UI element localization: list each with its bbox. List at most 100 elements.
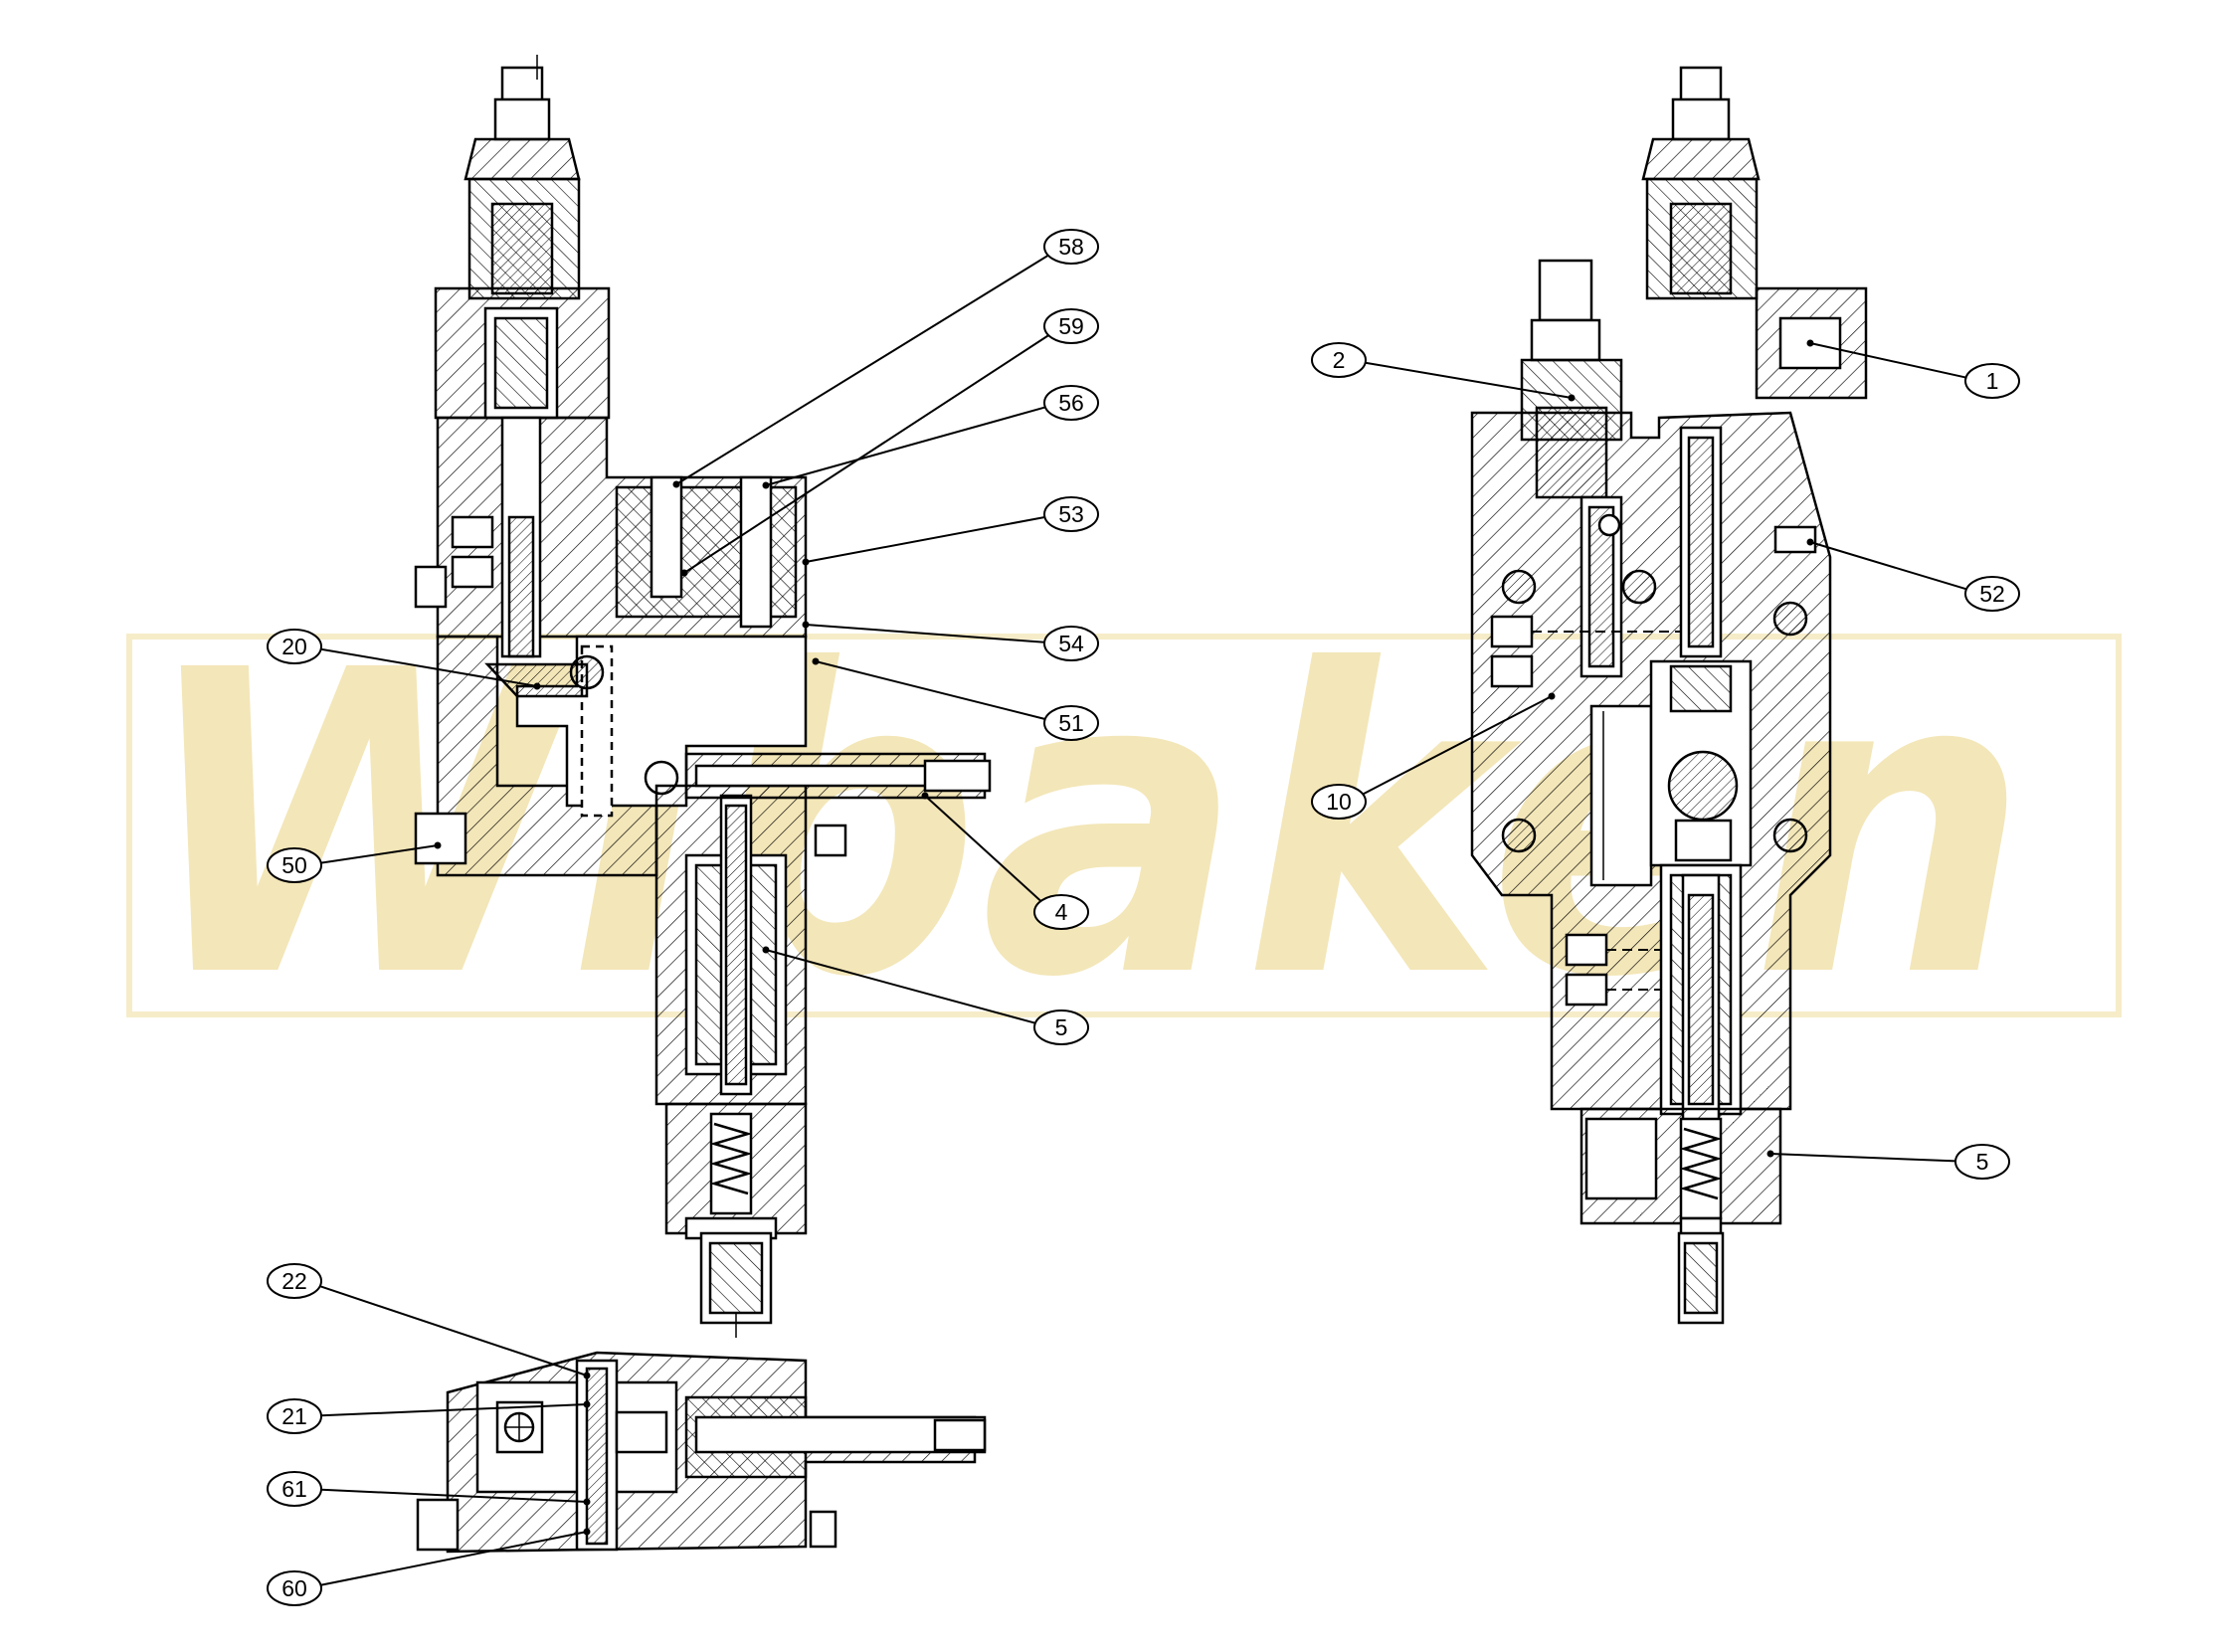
balloon xyxy=(267,629,322,664)
balloon-label: 4 xyxy=(1055,899,1068,925)
leader-dot xyxy=(1806,339,1814,347)
leader-dot xyxy=(802,558,810,566)
leader-line xyxy=(1362,695,1553,796)
balloon-label: 20 xyxy=(281,634,307,659)
balloon xyxy=(267,1263,322,1299)
callout-c61: 61 xyxy=(267,1471,591,1507)
leader-dot xyxy=(533,682,541,690)
right-valve-section xyxy=(1470,66,1868,1325)
leader-line xyxy=(924,795,1042,902)
balloon xyxy=(1964,576,2020,612)
balloon-label: 21 xyxy=(281,1403,307,1429)
leader-line xyxy=(805,516,1045,563)
balloon-label: 54 xyxy=(1058,631,1084,656)
leader-line xyxy=(320,844,439,864)
leader-line xyxy=(765,949,1036,1024)
balloon xyxy=(267,1471,322,1507)
leader-dot xyxy=(921,792,929,800)
balloon-label: 2 xyxy=(1333,347,1346,373)
leader-dot xyxy=(802,621,810,629)
leader-line xyxy=(320,1403,588,1417)
callout-c50: 50 xyxy=(267,841,442,883)
leader-line xyxy=(1809,342,1966,379)
callout-c10: 10 xyxy=(1311,692,1556,820)
leader-dot xyxy=(812,657,820,665)
callout-c58: 58 xyxy=(672,229,1099,488)
balloon xyxy=(1311,342,1367,378)
balloon-label: 51 xyxy=(1058,710,1084,736)
leader-line xyxy=(320,647,538,687)
balloon-label: 50 xyxy=(281,852,307,878)
balloon-label: 56 xyxy=(1058,390,1084,416)
leader-line xyxy=(1769,1153,1956,1163)
balloon xyxy=(1964,363,2020,399)
callout-c4: 4 xyxy=(921,792,1089,930)
balloon-label: 60 xyxy=(281,1575,307,1601)
leader-dot xyxy=(762,946,770,954)
balloon-label: 61 xyxy=(281,1476,307,1502)
callout-c59: 59 xyxy=(680,308,1099,577)
leader-dot xyxy=(1548,692,1556,700)
leader-line xyxy=(319,1285,588,1377)
balloon-label: 22 xyxy=(281,1268,307,1294)
leader-line xyxy=(320,1531,588,1586)
leader-line xyxy=(675,254,1049,485)
leader-line xyxy=(1809,541,1967,591)
balloon xyxy=(1043,229,1099,265)
leader-dot xyxy=(434,841,442,849)
callout-c2: 2 xyxy=(1311,342,1576,402)
balloon xyxy=(267,847,322,883)
balloon xyxy=(1033,1010,1089,1045)
callout-c60: 60 xyxy=(267,1528,591,1606)
leader-dot xyxy=(1766,1150,1774,1158)
balloon xyxy=(1043,626,1099,661)
leader-dot xyxy=(762,481,770,489)
balloon-label: 1 xyxy=(1986,368,1999,394)
balloon xyxy=(1043,385,1099,421)
leader-line xyxy=(765,406,1046,486)
callout-c54: 54 xyxy=(802,621,1099,661)
leader-line xyxy=(815,660,1045,720)
callout-c1: 1 xyxy=(1806,339,2020,399)
balloon-label: 52 xyxy=(1979,581,2005,607)
leader-line xyxy=(683,334,1049,574)
callout-c5a: 5 xyxy=(762,946,1089,1045)
balloon-label: 5 xyxy=(1976,1149,1989,1175)
callout-c20: 20 xyxy=(267,629,541,690)
balloon xyxy=(267,1570,322,1606)
callout-c53: 53 xyxy=(802,496,1099,566)
left-valve-section xyxy=(414,55,992,1338)
balloon xyxy=(1043,496,1099,532)
balloon-label: 5 xyxy=(1055,1014,1068,1040)
callout-c52: 52 xyxy=(1806,538,2020,612)
balloon xyxy=(1033,894,1089,930)
leader-line xyxy=(1365,361,1573,399)
leader-line xyxy=(805,624,1045,643)
leader-line xyxy=(320,1488,588,1503)
balloon-label: 58 xyxy=(1058,234,1084,260)
leader-dot xyxy=(1568,394,1576,402)
leader-dot xyxy=(680,569,688,577)
callout-c22: 22 xyxy=(267,1263,591,1379)
balloon xyxy=(1954,1144,2010,1180)
balloon-label: 10 xyxy=(1326,789,1352,815)
leader-dot xyxy=(1806,538,1814,546)
callout-c21: 21 xyxy=(267,1398,591,1434)
balloon xyxy=(1043,705,1099,741)
callout-c5b: 5 xyxy=(1766,1144,2010,1180)
callout-c51: 51 xyxy=(812,657,1099,741)
leader-dot xyxy=(583,1498,591,1506)
balloon xyxy=(1043,308,1099,344)
balloon xyxy=(1311,784,1367,820)
leader-dot xyxy=(583,1372,591,1379)
balloon xyxy=(267,1398,322,1434)
leader-dot xyxy=(583,1528,591,1536)
leader-dot xyxy=(583,1400,591,1408)
bottom-detail-section xyxy=(416,1351,987,1554)
balloon-label: 53 xyxy=(1058,501,1084,527)
balloon-label: 59 xyxy=(1058,313,1084,339)
callout-c56: 56 xyxy=(762,385,1099,489)
leader-dot xyxy=(672,480,680,488)
